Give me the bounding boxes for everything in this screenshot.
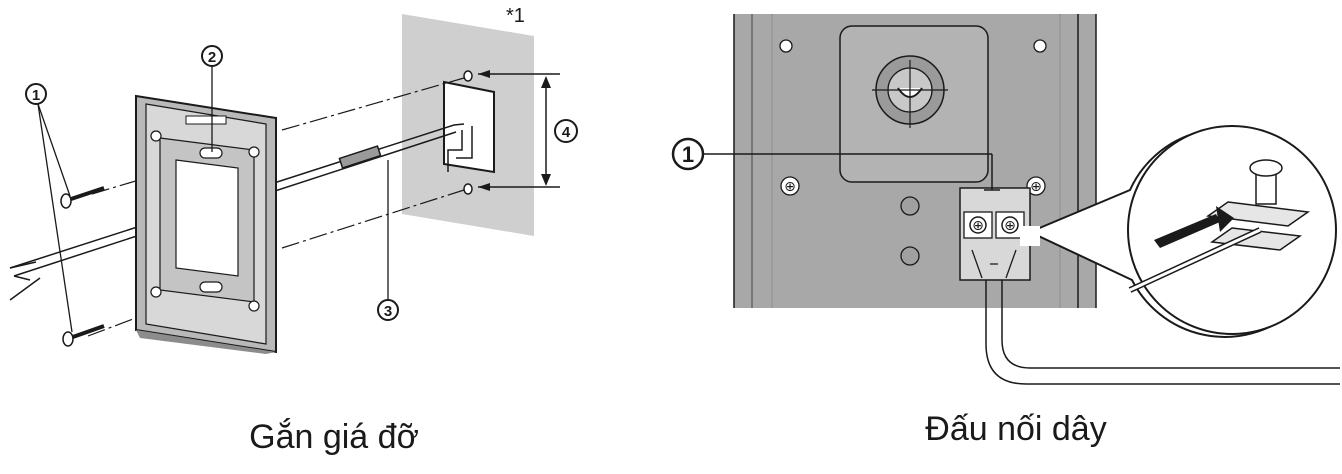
svg-text:⊕: ⊕ bbox=[1004, 218, 1016, 234]
callout-slot: 2 bbox=[201, 45, 223, 67]
callout-cable: 3 bbox=[377, 299, 399, 321]
svg-text:⊕: ⊕ bbox=[972, 218, 984, 234]
screw-top bbox=[60, 186, 105, 209]
screw-bottom bbox=[62, 324, 105, 347]
svg-text:1: 1 bbox=[682, 142, 694, 167]
svg-text:1: 1 bbox=[32, 87, 40, 104]
wall-hole-bottom bbox=[463, 183, 473, 195]
svg-text:2: 2 bbox=[208, 49, 216, 66]
terminal-leader bbox=[704, 153, 1000, 191]
svg-text:3: 3 bbox=[384, 303, 392, 320]
svg-text:⊕: ⊕ bbox=[784, 179, 796, 195]
wire-connection-figure: ⊕ ⊕ ⊕ ⊕ bbox=[660, 0, 1342, 474]
svg-text:4: 4 bbox=[562, 124, 571, 141]
device-back-panel: ⊕ ⊕ bbox=[733, 14, 1097, 308]
svg-text:⊕: ⊕ bbox=[1030, 179, 1042, 195]
spacing-dimension bbox=[478, 70, 560, 191]
bracket-mounting-drawing: 1 2 3 4 *1 bbox=[9, 5, 578, 354]
callout-screw: 1 bbox=[25, 83, 47, 105]
mounting-bracket bbox=[135, 94, 277, 354]
footnote-mark: *1 bbox=[506, 5, 525, 27]
left-caption: Gắn giá đỡ bbox=[249, 418, 419, 456]
magnified-detail bbox=[1020, 125, 1337, 338]
callout-terminal: 1 bbox=[671, 137, 705, 171]
right-caption: Đấu nối dây bbox=[925, 410, 1107, 448]
wall-hole-top bbox=[463, 70, 473, 82]
speaker-cable bbox=[985, 280, 1340, 385]
leader-lines bbox=[37, 66, 389, 333]
bracket-mounting-figure: 1 2 3 4 *1 Gắn giá đỡ bbox=[0, 0, 660, 474]
wire-connection-drawing: ⊕ ⊕ ⊕ ⊕ bbox=[671, 14, 1340, 385]
terminal-block: ⊕ ⊕ bbox=[959, 187, 1031, 281]
callout-spacing: 4 bbox=[554, 119, 578, 143]
